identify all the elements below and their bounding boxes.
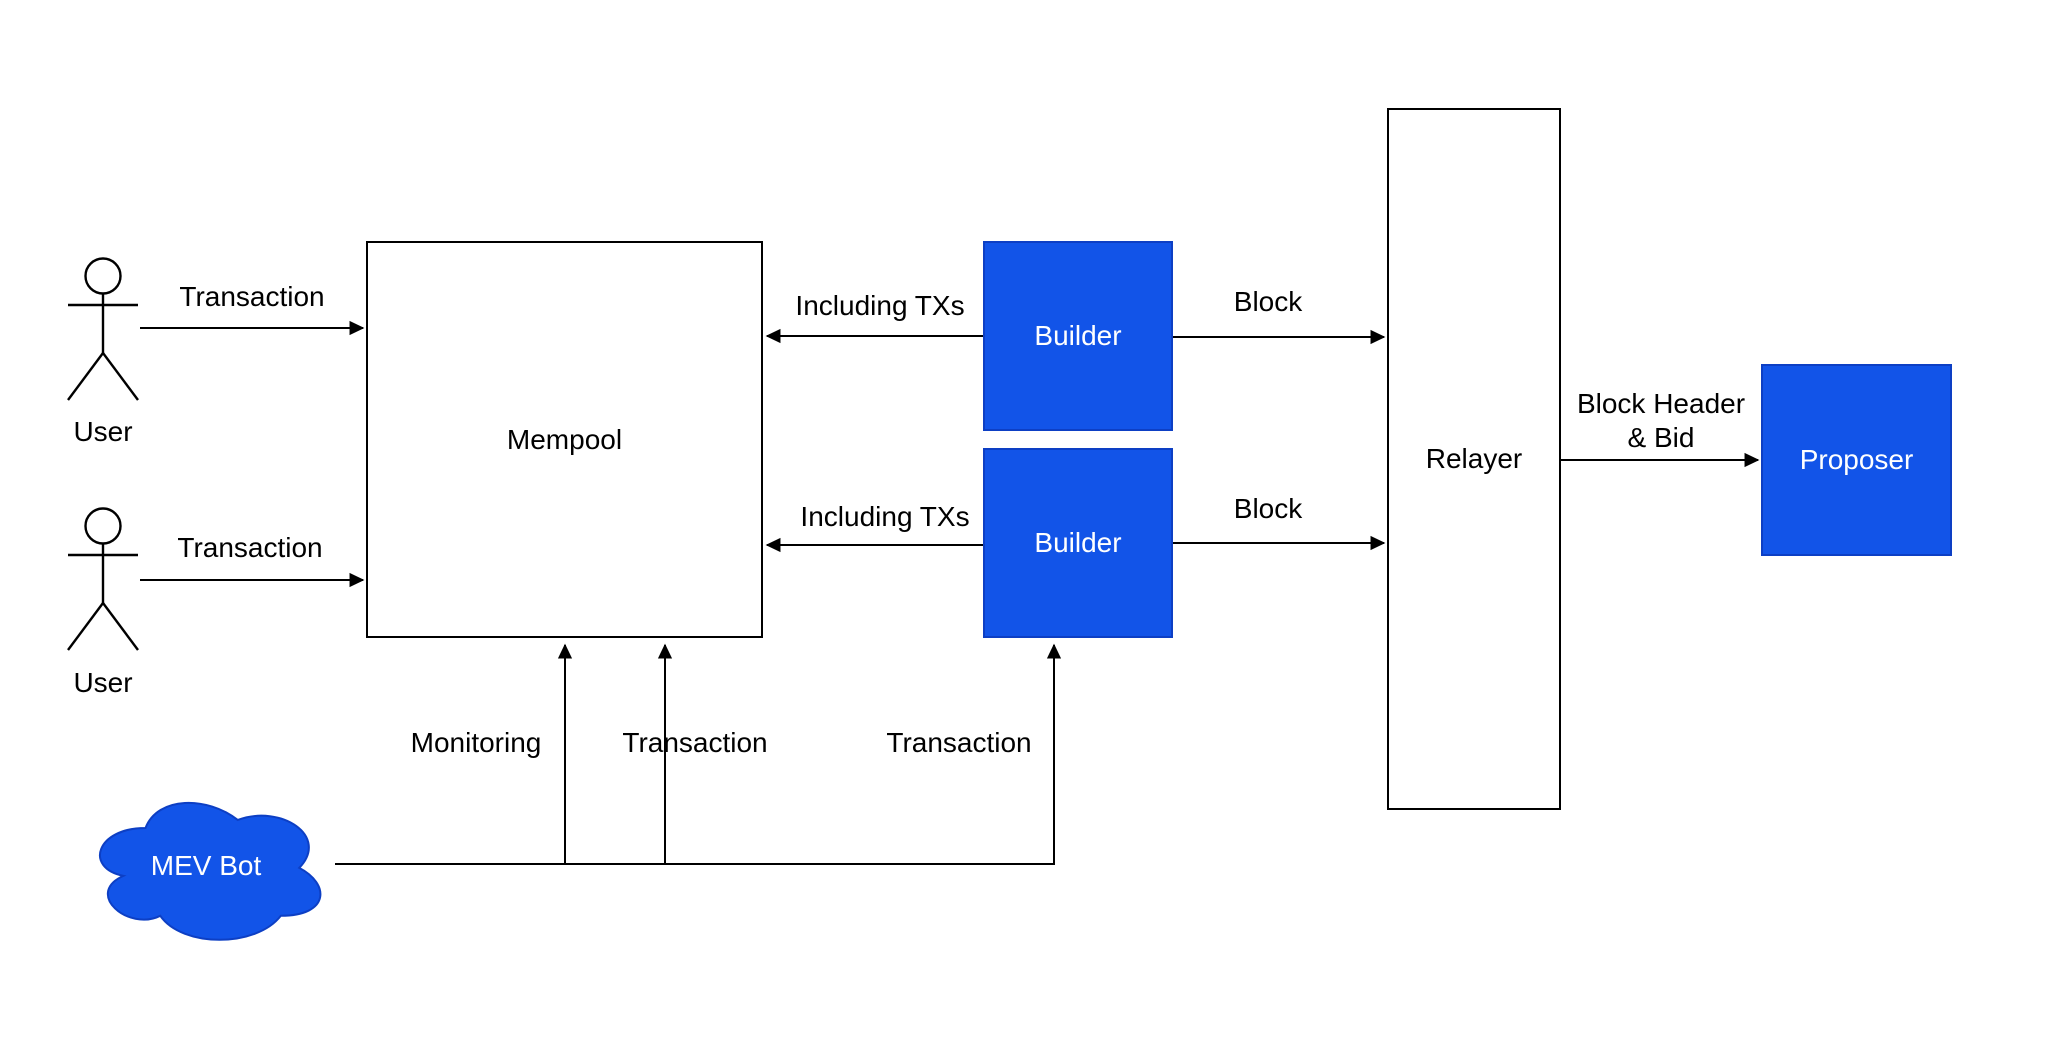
label-builder-top-block: Block [1233,286,1303,317]
user-top-figure-icon [67,257,139,401]
builder-top-node: Builder [983,241,1173,431]
mev-bot-cloud-icon [100,803,320,940]
user-bottom-label: User [73,667,133,698]
proposer-node: Proposer [1761,364,1952,556]
user-top-label: User [73,416,133,447]
label-block-header-line1: Block Header [1576,388,1746,419]
builder-bottom-label: Builder [1034,527,1122,558]
label-mev-transaction-to-builder: Transaction [886,727,1032,758]
label-user-top-transaction: Transaction [179,281,325,312]
user-bottom-figure-icon [67,507,139,651]
label-block-header-and-bid: Block Header & Bid [1577,387,1745,455]
builder-top-label: Builder [1034,320,1122,351]
label-monitoring: Monitoring [410,727,542,758]
relayer-label: Relayer [1425,443,1523,474]
label-builder-bottom-block: Block [1233,493,1303,524]
label-user-bottom-transaction: Transaction [177,532,323,563]
relayer-node: Relayer [1387,108,1561,810]
label-block-header-line2: & Bid [1627,422,1695,453]
builder-bottom-node: Builder [983,448,1173,638]
proposer-label: Proposer [1799,444,1914,475]
label-builder-bottom-including-txs: Including TXs [800,501,970,532]
label-mev-transaction-to-mempool: Transaction [622,727,768,758]
mev-bot-label: MEV Bot [150,850,262,881]
label-builder-top-including-txs: Including TXs [795,290,965,321]
mempool-label: Mempool [506,423,623,455]
arrow-mev-bot-to-builder-bottom [335,643,1062,865]
mempool-node: Mempool [366,241,763,638]
